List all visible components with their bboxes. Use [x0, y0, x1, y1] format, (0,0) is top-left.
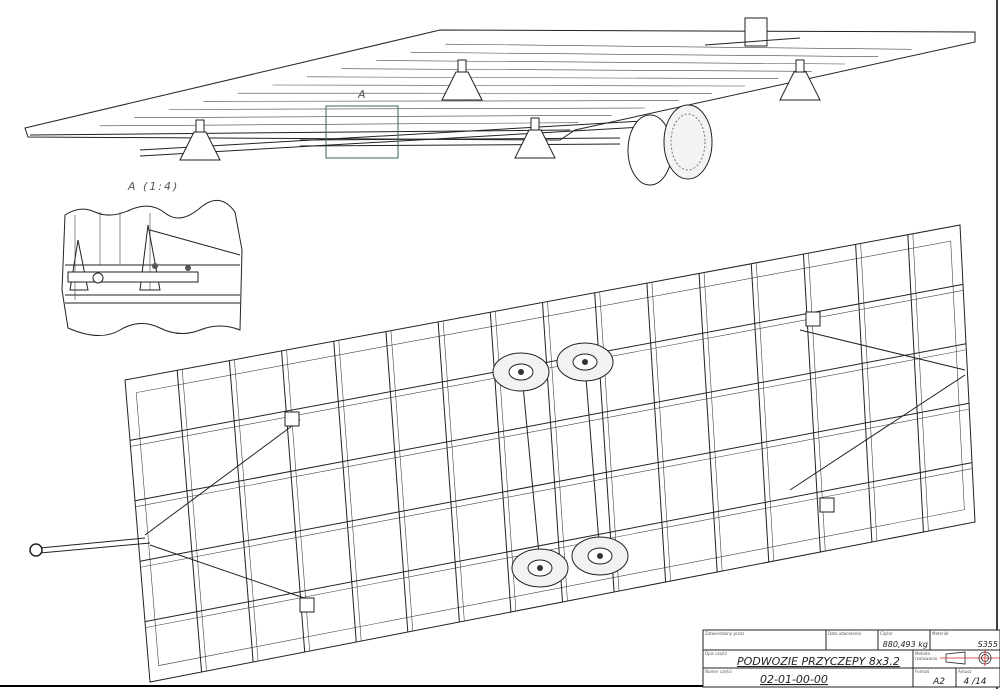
description-value: PODWOZIE PRZYCZEPY 8x3.2 — [737, 655, 900, 668]
approved-by-label: Zatwierdzony przez — [705, 631, 744, 636]
part-number-label: Numer części — [705, 669, 732, 674]
frame-outline — [124, 224, 976, 683]
weight-label: Ciężar — [880, 631, 893, 636]
projection-label-1: Metoda — [915, 651, 930, 656]
frame-crossmember-edge — [912, 233, 929, 532]
frame-crossmember-edge — [338, 340, 362, 642]
wheel-center — [582, 359, 588, 365]
deck-rib — [134, 115, 612, 118]
support-jack-screw — [530, 117, 540, 131]
detail-a-marker: A — [357, 88, 368, 101]
frame-crossmember — [907, 234, 924, 533]
frame-crossmember — [489, 312, 512, 613]
deck-rib — [445, 43, 912, 50]
projection-symbol-icon — [940, 650, 1000, 666]
frame-crossmember-edge — [755, 262, 774, 562]
frame-crossmember-edge — [234, 359, 259, 662]
frame-crossmember — [542, 302, 563, 603]
sheet-value: 4 /14 — [963, 677, 986, 687]
deck-rib — [203, 100, 679, 102]
title-block: Zatwierdzony przez Data utworzenia Cięża… — [702, 629, 1000, 688]
wheel-center — [537, 565, 543, 571]
wheel-front-iso — [663, 104, 713, 180]
frame-longitudinal — [134, 343, 967, 502]
isometric-view: A — [24, 17, 976, 186]
drawbar — [39, 537, 146, 549]
hitch-bracket — [744, 17, 768, 47]
deck-rib — [376, 60, 846, 65]
support-jack-screw — [457, 59, 467, 73]
frame-crossmember — [855, 244, 873, 543]
frame-crossmember — [228, 360, 254, 663]
material-value: S355 — [978, 640, 998, 649]
support-jack — [441, 71, 483, 101]
frame-crossmember — [802, 254, 821, 553]
axle-2 — [584, 364, 601, 556]
detail-a-boundary — [61, 200, 243, 336]
frame-longitudinal-edge — [140, 408, 970, 568]
frame-longitudinal — [144, 462, 973, 623]
part-number-value: 02-01-00-00 — [760, 673, 828, 686]
frame-crossmember — [176, 370, 203, 673]
weight-value: 880,493 kg — [883, 640, 928, 649]
plan-view — [29, 224, 976, 683]
frame-longitudinal — [129, 283, 964, 441]
deck-outline — [24, 29, 976, 141]
deck-rib — [307, 76, 779, 79]
frame-crossmember-edge — [703, 272, 723, 572]
frame-crossmember — [437, 321, 460, 623]
support-jack-screw — [795, 59, 805, 73]
frame-inner-outline — [135, 240, 965, 666]
frame-crossmember-edge — [442, 320, 465, 622]
frame-crossmember — [333, 341, 357, 643]
sheet-label: Arkusz — [958, 669, 971, 674]
support-jack — [179, 131, 221, 161]
frame-crossmember — [698, 273, 718, 573]
support-jack — [514, 129, 556, 159]
frame-crossmember — [385, 331, 409, 633]
projection-label-2: rzutowania — [915, 656, 938, 661]
frame-crossmember-edge — [547, 301, 568, 602]
deck-rib — [99, 122, 579, 127]
wheel-center — [518, 369, 524, 375]
detail-a-frame — [325, 105, 399, 159]
support-jack-screw — [195, 119, 205, 133]
material-label: Materiał — [932, 631, 949, 636]
format-value: A2 — [932, 677, 945, 687]
detail-a-label: A (1:4) — [127, 180, 179, 193]
towing-eye — [29, 543, 43, 557]
frame-crossmember-edge — [651, 282, 671, 582]
detail-a-view: A (1:4) — [61, 180, 243, 336]
frame-longitudinal-edge — [135, 349, 967, 508]
frame-crossmember — [646, 283, 667, 583]
format-label: Format — [915, 669, 930, 674]
axle-1 — [521, 374, 541, 566]
support-jack — [779, 71, 821, 101]
deck-rib — [168, 107, 646, 110]
frame-longitudinal — [139, 402, 970, 562]
frame-crossmember-edge — [860, 243, 878, 542]
deck-rib — [272, 84, 746, 87]
frame-crossmember-edge — [390, 330, 414, 632]
created-date-label: Data utworzenia — [828, 631, 861, 636]
frame-crossmember — [750, 263, 770, 563]
description-label: Opis części — [705, 651, 727, 656]
frame-crossmember-edge — [181, 369, 207, 672]
deck-rib — [410, 52, 879, 57]
frame-longitudinal-edge — [145, 468, 973, 628]
wheel-center — [597, 553, 603, 559]
deck-rib — [341, 68, 812, 72]
